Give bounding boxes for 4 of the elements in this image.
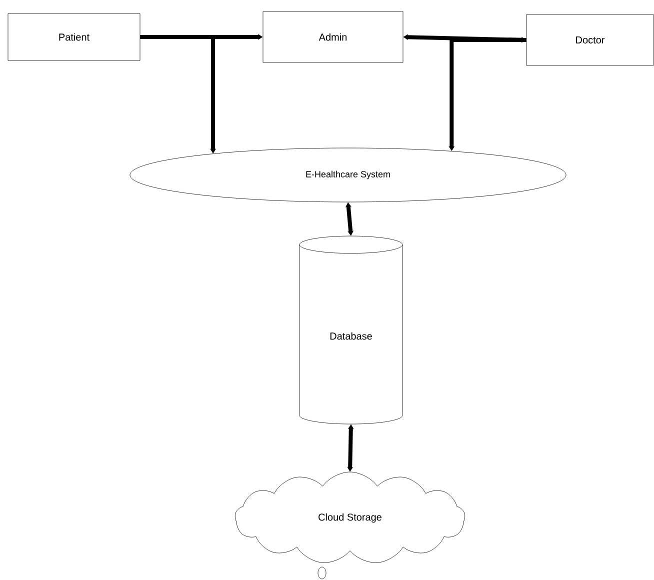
process-box: Doctor [526,14,654,66]
process-box: Admin [262,11,404,63]
process-box: Patient [8,13,140,61]
database-cylinder: Database [299,236,403,424]
